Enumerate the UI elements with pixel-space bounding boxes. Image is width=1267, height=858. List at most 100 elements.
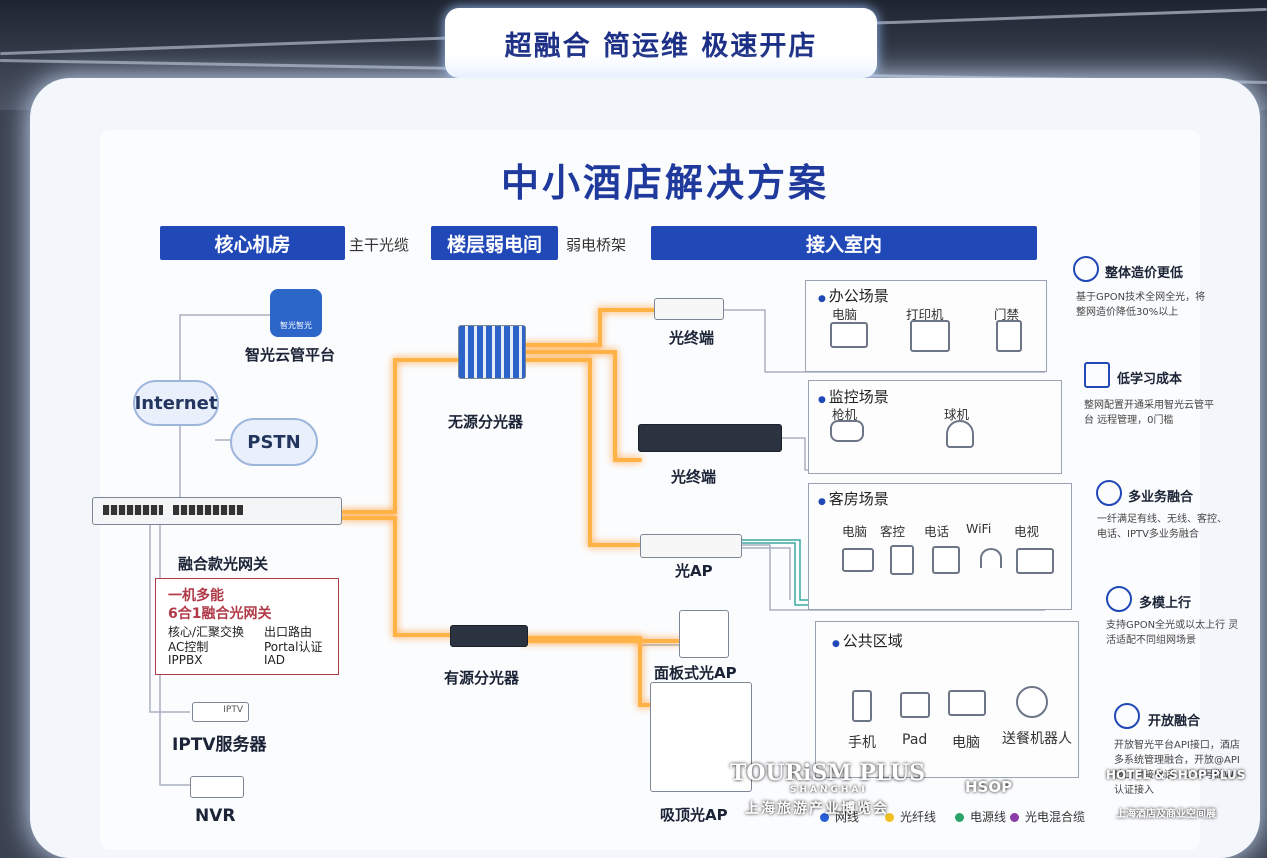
public-item: 电脑: [952, 735, 980, 751]
iptv-label: IPTV服务器: [172, 735, 267, 755]
legend-dot: [820, 813, 829, 822]
dome-camera-icon: [946, 420, 974, 448]
panel-ap-device: [679, 610, 729, 658]
passive-splitter-device: [458, 325, 526, 379]
sidebar-text: 开放智光平台API接口，酒店多系统管理融合，开放@API接口对接电话、公众号做W…: [1114, 740, 1245, 796]
ont2-label: 光终端: [671, 468, 717, 486]
legend-item: 网线: [820, 808, 859, 825]
legend-label: 光纤线: [900, 810, 937, 824]
scene-monitor-title: 监控场景: [818, 386, 889, 407]
ont2-device: [638, 424, 782, 452]
wifi-icon: [980, 548, 1002, 568]
bullet-camera-icon: [830, 420, 864, 442]
label-bridge: 弱电桥架: [566, 236, 627, 254]
watermark-shanghai: SHANGHAI: [790, 785, 868, 795]
iptv-server-device: IPTV: [192, 702, 249, 722]
watermark-hotel-shop-cn: 上海酒店及商业空间展: [1116, 809, 1216, 820]
ont1-label: 光终端: [669, 329, 715, 347]
database-icon: [1073, 256, 1099, 282]
feature-line2: 6合1融合光网关: [168, 606, 272, 622]
feature-item: 核心/汇聚交换: [168, 625, 245, 639]
gateway-label: 融合款光网关: [178, 555, 269, 573]
public-item: Pad: [902, 732, 928, 748]
office-item: 门禁: [994, 307, 1020, 322]
gateway-ports: [173, 505, 243, 515]
cloud-platform-label: 智光云管平台: [245, 346, 336, 364]
mobile-phone-icon: [852, 690, 872, 722]
ap-device: [640, 534, 742, 558]
sidebar-text: 整网配置开通采用智光云管平台 远程管理，0门槛: [1084, 400, 1214, 426]
active-splitter-device: [450, 625, 528, 647]
room-item: WiFi: [966, 521, 992, 536]
legend-dot: [955, 813, 964, 822]
ceiling-ap-label: 吸顶光AP: [660, 806, 728, 824]
scene-room-title: 客房场景: [818, 488, 889, 509]
sidebar-title: 多模上行: [1139, 596, 1192, 611]
watermark-hsop: HSOP: [965, 778, 1013, 796]
passive-splitter-label: 无源分光器: [448, 413, 524, 431]
legend-item: 电源线: [955, 808, 1006, 825]
cloud-logo-text: 智光智光: [280, 321, 312, 330]
network-nodes-icon: [1096, 480, 1122, 506]
sidebar-title: 多业务融合: [1128, 490, 1194, 505]
tv-icon: [1016, 548, 1054, 574]
tablet-icon: [900, 692, 930, 718]
legend-dot: [885, 813, 894, 822]
office-item: 打印机: [906, 307, 944, 322]
feature-box: 一机多能 6合1融合光网关 核心/汇聚交换 出口路由 AC控制 Portal认证…: [155, 578, 339, 675]
header-core-room: 核心机房: [160, 226, 345, 260]
sidebar-title: 整体造价更低: [1105, 266, 1184, 281]
room-item: 电话: [924, 524, 950, 539]
sidebar-text: 基于GPON技术全网全光，将整网造价降低30%以上: [1076, 292, 1206, 318]
legend-item: 光电混合缆: [1010, 808, 1085, 825]
ont1-device: [654, 298, 724, 320]
ap-label: 光AP: [675, 562, 713, 580]
printer-icon: [910, 320, 950, 352]
public-item: 送餐机器人: [1002, 731, 1072, 747]
header-access: 接入室内: [651, 226, 1037, 260]
room-item: 电视: [1014, 524, 1040, 539]
legend-item: 光纤线: [885, 808, 936, 825]
scene-public-title: 公共区域: [832, 630, 903, 651]
room-item: 电脑: [842, 524, 868, 539]
robot-icon: [1016, 686, 1048, 718]
water-drop-icon: [1106, 586, 1132, 612]
share-icon: [1114, 703, 1140, 729]
sidebar-title: 低学习成本: [1117, 372, 1183, 387]
public-item: 手机: [848, 735, 876, 751]
sidebar-text: 支持GPON全光或以太上行 灵活适配不同组网场景: [1106, 620, 1239, 646]
label-trunk-cable: 主干光缆: [349, 236, 410, 254]
feature-item: AC控制: [168, 640, 209, 654]
legend-label: 电源线: [970, 810, 1007, 824]
feature-item: IPPBX: [168, 653, 203, 667]
computer-icon: [830, 322, 868, 348]
slogan-banner: 超融合 简运维 极速开店: [445, 8, 877, 78]
panel-ap-label: 面板式光AP: [654, 664, 737, 682]
monitor-item: 球机: [944, 407, 970, 422]
sidebar-title: 开放融合: [1148, 714, 1201, 729]
scene-office-title: 办公场景: [818, 285, 889, 306]
cloud-platform-logo: 智光智光: [270, 289, 322, 337]
office-item: 电脑: [832, 307, 858, 322]
room-control-icon: [890, 545, 914, 575]
feature-item: Portal认证: [264, 640, 323, 654]
room-item: 客控: [880, 524, 906, 539]
legend-dot: [1010, 813, 1019, 822]
computer-icon: [948, 690, 986, 716]
page-title: 中小酒店解决方案: [500, 161, 829, 205]
watermark-hotel-shop: HOTEL & SHOP PLUS: [1106, 768, 1246, 782]
legend-label: 网线: [835, 810, 860, 824]
nvr-device: [190, 776, 244, 798]
legend-label: 光电混合缆: [1025, 810, 1086, 824]
watermark-expo: 上海旅游产业博览会: [745, 801, 889, 817]
feature-line1: 一机多能: [168, 588, 224, 604]
pstn-cloud: PSTN: [230, 418, 318, 466]
gateway-ports: [103, 505, 163, 515]
feature-item: IAD: [264, 653, 285, 667]
feature-item: 出口路由: [264, 625, 313, 639]
watermark-tourism: TOURiSM PLUS: [730, 760, 926, 786]
phone-icon: [932, 546, 960, 574]
sidebar-text: 一纤满足有线、无线、客控、电话、IPTV多业务融合: [1097, 514, 1227, 540]
book-icon: [1084, 362, 1110, 388]
